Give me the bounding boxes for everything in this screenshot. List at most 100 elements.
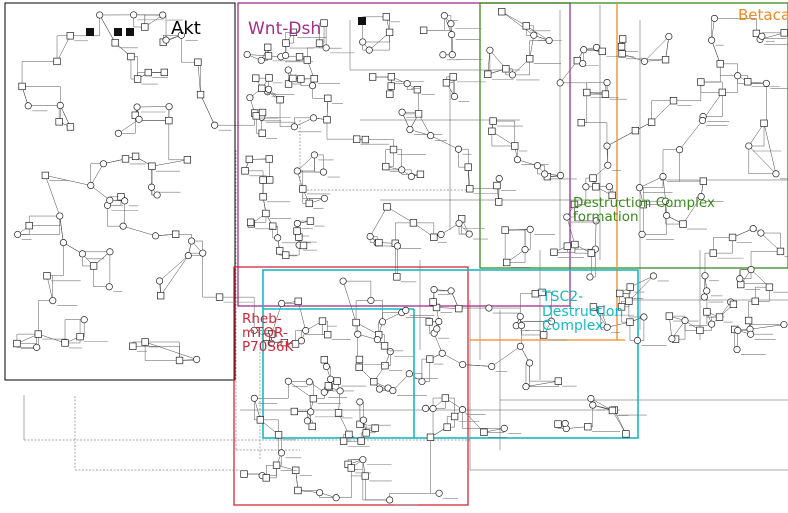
arc bbox=[423, 23, 452, 31]
transition-node bbox=[493, 181, 501, 190]
destruction-region-label: Destruction Complex formation bbox=[573, 195, 715, 226]
place-node bbox=[448, 31, 456, 39]
transition-node bbox=[661, 56, 670, 64]
transition-node bbox=[608, 406, 617, 415]
place-node bbox=[772, 170, 780, 178]
transition-node bbox=[737, 280, 745, 289]
place-node bbox=[267, 339, 275, 347]
place-node bbox=[556, 79, 564, 87]
transition-node bbox=[315, 39, 324, 47]
arc bbox=[639, 176, 664, 188]
place-node bbox=[365, 46, 373, 54]
transition-node bbox=[289, 28, 298, 36]
transition-node bbox=[617, 43, 626, 51]
transition-node bbox=[266, 176, 274, 184]
transition-node bbox=[495, 198, 503, 206]
transition-node bbox=[347, 464, 355, 472]
place-node bbox=[320, 388, 328, 396]
transition-node bbox=[626, 318, 634, 326]
filled-transition-node bbox=[126, 28, 134, 36]
place-node bbox=[517, 321, 526, 330]
arc bbox=[644, 36, 670, 62]
transition-node bbox=[718, 88, 726, 97]
transition-node bbox=[76, 332, 84, 341]
place-node bbox=[188, 237, 196, 245]
wnt-region-label: Wnt-Dsh bbox=[248, 19, 322, 39]
arc bbox=[99, 14, 116, 43]
place-node bbox=[668, 335, 676, 343]
transition-node bbox=[34, 330, 42, 338]
place-node bbox=[320, 194, 328, 202]
place-node bbox=[485, 304, 493, 312]
arc bbox=[581, 92, 588, 123]
place-node bbox=[327, 375, 335, 383]
place-node bbox=[402, 306, 410, 314]
place-node bbox=[282, 51, 290, 60]
arc bbox=[755, 287, 770, 302]
transition-node bbox=[196, 90, 205, 99]
arc bbox=[46, 242, 64, 277]
place-node bbox=[257, 56, 265, 64]
place-node bbox=[708, 320, 716, 328]
place-node bbox=[429, 404, 437, 413]
transition-node bbox=[131, 152, 140, 161]
arc bbox=[504, 230, 507, 263]
arc bbox=[665, 201, 683, 225]
arc bbox=[662, 149, 680, 177]
place-node bbox=[454, 145, 463, 153]
transition-node bbox=[382, 162, 390, 171]
place-node bbox=[184, 252, 192, 260]
place-node bbox=[159, 11, 167, 19]
transition-node bbox=[306, 217, 315, 225]
arc bbox=[525, 362, 530, 387]
place-node bbox=[407, 172, 415, 181]
place-node bbox=[563, 213, 571, 221]
place-node bbox=[500, 424, 508, 432]
transition-node bbox=[466, 185, 474, 193]
transition-node bbox=[631, 126, 640, 135]
transition-node bbox=[780, 29, 788, 37]
transition-node bbox=[703, 308, 711, 316]
transition-node bbox=[362, 429, 370, 437]
transition-node bbox=[310, 75, 318, 83]
transition-node bbox=[361, 135, 370, 144]
arc bbox=[197, 62, 201, 95]
place-node bbox=[526, 359, 534, 367]
arc bbox=[59, 216, 64, 243]
transition-node bbox=[160, 68, 168, 77]
transition-node bbox=[679, 220, 687, 228]
place-node bbox=[193, 355, 201, 363]
transition-node bbox=[262, 333, 271, 341]
place-node bbox=[403, 80, 411, 88]
transition-node bbox=[333, 377, 341, 385]
transition-node bbox=[262, 474, 270, 482]
place-node bbox=[757, 229, 765, 237]
transition-node bbox=[141, 23, 149, 31]
transition-node bbox=[259, 176, 267, 184]
place-node bbox=[332, 494, 340, 502]
transition-node bbox=[111, 39, 119, 47]
arc bbox=[612, 410, 627, 434]
place-node bbox=[700, 293, 708, 301]
place-node bbox=[638, 230, 646, 238]
transition-node bbox=[357, 437, 365, 445]
arc bbox=[395, 222, 414, 244]
arc bbox=[132, 345, 180, 361]
place-node bbox=[640, 57, 648, 65]
transition-node bbox=[426, 355, 434, 363]
transition-node bbox=[488, 127, 496, 135]
place-node bbox=[604, 161, 612, 169]
transition-node bbox=[489, 117, 497, 125]
place-node bbox=[278, 299, 286, 308]
place-node bbox=[246, 94, 254, 102]
arc bbox=[430, 408, 434, 438]
arc bbox=[764, 83, 767, 124]
arc bbox=[56, 35, 71, 62]
transition-node bbox=[318, 317, 327, 325]
arc bbox=[462, 409, 485, 433]
place-node bbox=[586, 273, 594, 281]
arc bbox=[713, 237, 733, 254]
place-node bbox=[762, 79, 770, 87]
arc bbox=[493, 120, 516, 146]
transition-node bbox=[323, 116, 331, 124]
